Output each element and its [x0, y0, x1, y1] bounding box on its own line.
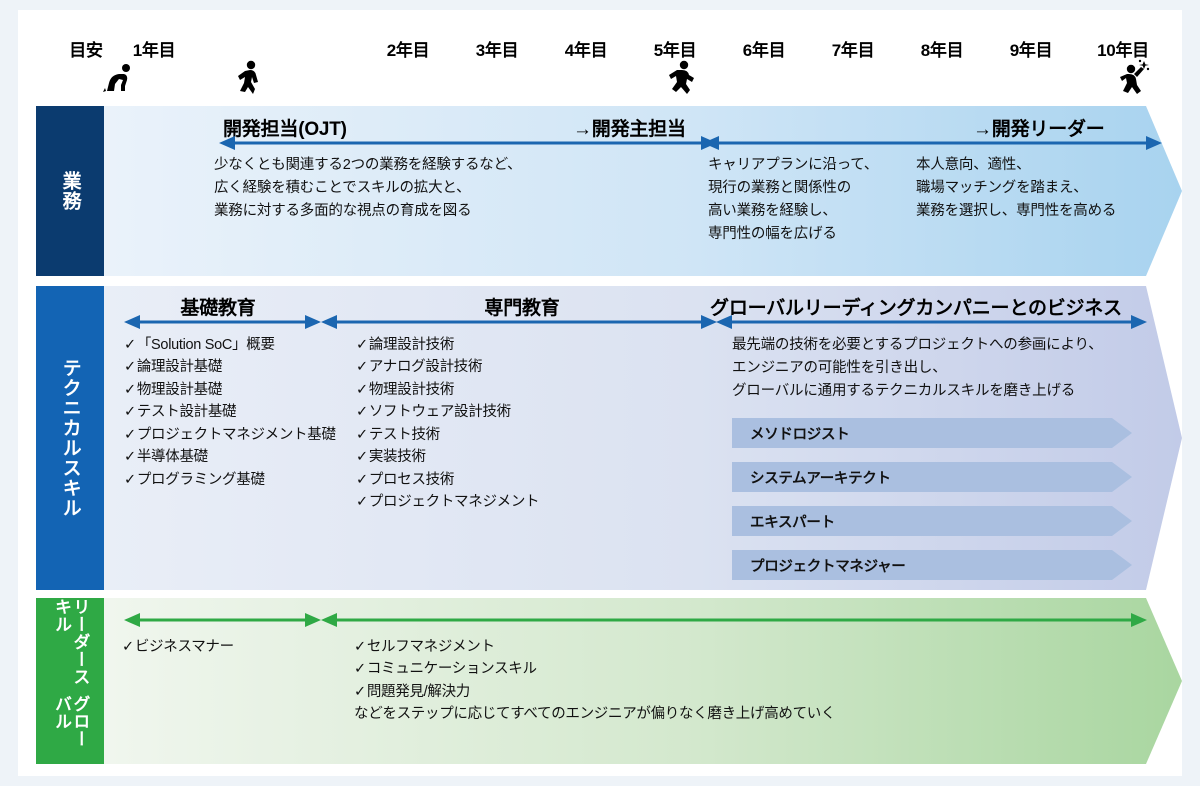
list-item: ✓コミュニケーションスキル — [354, 661, 537, 678]
jumping-celebrating-person-icon — [1111, 58, 1150, 98]
list-item-label: アナログ設計技術 — [368, 359, 483, 376]
diagram-canvas: 目安 1年目 2年目 3年目 4年目 5年目 6年目 7年目 8年目 9年目 1… — [18, 10, 1182, 776]
row-business: 業務 開発担当(OJT) →開発主担当 — [18, 106, 1182, 276]
timeline-year-1: 1年目 — [132, 41, 176, 60]
row-label-business: 業務 — [36, 106, 104, 276]
business-phase-1-title: 開発担当(OJT) — [223, 119, 347, 140]
business-band-shape — [104, 106, 1182, 276]
list-item-label: 物理設計技術 — [368, 381, 455, 398]
row-business-body: 開発担当(OJT) →開発主担当 →開発リーダー — [104, 106, 1182, 276]
timeline-year-3: 3年目 — [475, 41, 519, 60]
list-item: ✓物理設計技術 — [356, 381, 455, 398]
timeline-header: 目安 1年目 2年目 3年目 4年目 5年目 6年目 7年目 8年目 9年目 1… — [18, 10, 1182, 102]
timeline-year-10: 10年目 — [1097, 41, 1149, 60]
technical-phase-2-items: ✓論理設計技術 ✓アナログ設計技術 ✓物理設計技術 ✓ソフトウェア設計技術 ✓テ… — [356, 334, 540, 514]
list-item-label: プロジェクトマネジメント基礎 — [136, 426, 336, 443]
row-label-global-col1: リーダースキル — [52, 598, 90, 686]
list-item-label: コミュニケーションスキル — [366, 661, 537, 678]
crawling-person-icon — [97, 58, 131, 98]
global-phase-2-note: などをステップに応じてすべてのエンジニアが偏りなく磨き上げ高めていく — [354, 706, 836, 723]
row-label-global-col2: グローバル — [52, 694, 90, 748]
list-item-label: 問題発見/解決力 — [366, 683, 470, 700]
timeline-year-5: 5年目 — [653, 41, 697, 60]
role-badge-project-manager[interactable]: プロジェクトマネジャー — [732, 550, 1132, 580]
list-item-label: 論理設計基礎 — [136, 359, 223, 376]
business-phase-3-body: 本人意向、適性、 職場マッチングを踏まえ、 業務を選択し、専門性を高める — [916, 157, 1117, 219]
role-badge-label: システムアーキテクト — [750, 470, 891, 487]
row-label-technical-text: テクニカルスキル — [59, 358, 81, 518]
list-item-label: 論理設計技術 — [368, 337, 455, 353]
technical-phase-3-title: グローバルリーディングカンパニーとのビジネス — [710, 298, 1122, 319]
list-item: などをステップに応じてすべてのエンジニアが偏りなく磨き上げ高めていく — [354, 703, 836, 725]
global-phase-2-items: ✓セルフマネジメント ✓コミュニケーションスキル ✓問題発見/解決力 などをステ… — [354, 636, 836, 726]
technical-phase-3-body: 最先端の技術を必要とするプロジェクトへの参画により、 エンジニアの可能性を引き出… — [732, 337, 1103, 399]
timeline-year-6: 6年目 — [742, 41, 786, 60]
list-item-label: セルフマネジメント — [366, 639, 495, 655]
row-global-leader-skill: リーダースキル グローバル — [18, 598, 1182, 764]
list-item: ✓論理設計技術 — [356, 337, 455, 353]
list-item: ✓テスト技術 — [356, 426, 440, 443]
role-badge-label: プロジェクトマネジャー — [750, 558, 906, 575]
timeline-year-4: 4年目 — [564, 41, 608, 60]
list-item-label: 実装技術 — [368, 449, 426, 466]
list-item: ✓プロジェクトマネジメント基礎 — [124, 426, 336, 443]
row-technical-body: 基礎教育 専門教育 グローバルリーディングカンパニーとのビジネス — [104, 286, 1182, 590]
list-item: ✓論理設計基礎 — [124, 359, 223, 376]
list-item: ✓アナログ設計技術 — [356, 359, 483, 376]
row-label-global-text: リーダースキル グローバル — [52, 598, 89, 764]
list-item: ✓「Solution SoC」概要 — [124, 337, 275, 353]
timeline-guide-label: 目安 — [69, 41, 103, 60]
business-phase-2-title: →開発主担当 — [573, 119, 686, 140]
list-item: ✓プロジェクトマネジメント — [356, 494, 540, 511]
role-badge-expert[interactable]: エキスパート — [732, 506, 1132, 536]
business-phase-3-title: →開発リーダー — [973, 119, 1105, 140]
list-item: ✓プロセス技術 — [356, 471, 455, 488]
business-phase-1-body: 少なくとも関連する2つの業務を経験するなど、 広く経験を積むことでスキルの拡大と… — [214, 157, 522, 219]
technical-phase-2-title: 専門教育 — [484, 298, 560, 319]
timeline-year-7: 7年目 — [831, 41, 875, 60]
global-arrow-1 — [124, 613, 321, 627]
row-label-business-text: 業務 — [59, 171, 81, 211]
technical-phase-1-title: 基礎教育 — [180, 298, 256, 319]
list-item-label: 物理設計基礎 — [136, 381, 223, 398]
global-arrow-2 — [321, 613, 1147, 627]
list-item-label: 半導体基礎 — [136, 449, 208, 466]
role-badge-label: メソドロジスト — [750, 426, 850, 443]
list-item-label: テスト設計基礎 — [136, 404, 237, 421]
role-badge-system-architect[interactable]: システムアーキテクト — [732, 462, 1132, 492]
list-item-label: プロジェクトマネジメント — [368, 494, 540, 511]
list-item: ✓半導体基礎 — [124, 449, 208, 466]
role-badge-methodologist[interactable]: メソドロジスト — [732, 418, 1132, 448]
list-item-label: プログラミング基礎 — [136, 471, 265, 488]
row-label-technical: テクニカルスキル — [36, 286, 104, 590]
list-item: ✓テスト設計基礎 — [124, 404, 237, 421]
row-global-body: ✓ビジネスマナー ✓セルフマネジメント ✓コミュニケーションスキル ✓問題発見/… — [104, 598, 1182, 764]
walking-person-icon — [229, 58, 263, 98]
business-phase-2-body: キャリアプランに沿って、 現行の業務と関係性の 高い業務を経験し、 専門性の幅を… — [708, 157, 879, 242]
list-item: ✓セルフマネジメント — [354, 639, 495, 655]
list-item: ✓ソフトウェア設計技術 — [356, 404, 511, 421]
row-label-global: リーダースキル グローバル — [36, 598, 104, 764]
list-item-label: ビジネスマナー — [134, 639, 234, 655]
list-item: ✓問題発見/解決力 — [354, 683, 470, 700]
timeline-year-8: 8年目 — [920, 41, 964, 60]
list-item-label: ソフトウェア設計技術 — [368, 404, 511, 421]
list-item-label: プロセス技術 — [368, 471, 455, 488]
technical-phase-1-items: ✓「Solution SoC」概要 ✓論理設計基礎 ✓物理設計基礎 ✓テスト設計… — [124, 334, 336, 491]
role-badge-label: エキスパート — [750, 514, 835, 531]
list-item-label: テスト技術 — [368, 426, 440, 443]
list-item: ✓ビジネスマナー — [122, 639, 234, 655]
timeline-year-9: 9年目 — [1009, 41, 1053, 60]
list-item: ✓実装技術 — [356, 449, 426, 466]
global-phase-1-items: ✓ビジネスマナー — [122, 636, 234, 658]
row-technical-skill: テクニカルスキル 基礎教育 専門教育 グローバ — [18, 286, 1182, 590]
running-person-icon — [661, 58, 695, 98]
list-item: ✓プログラミング基礎 — [124, 471, 265, 488]
list-item: ✓物理設計基礎 — [124, 381, 223, 398]
global-band-shape — [104, 598, 1182, 764]
list-item-label: 「Solution SoC」概要 — [136, 337, 275, 353]
timeline-year-2: 2年目 — [386, 41, 430, 60]
